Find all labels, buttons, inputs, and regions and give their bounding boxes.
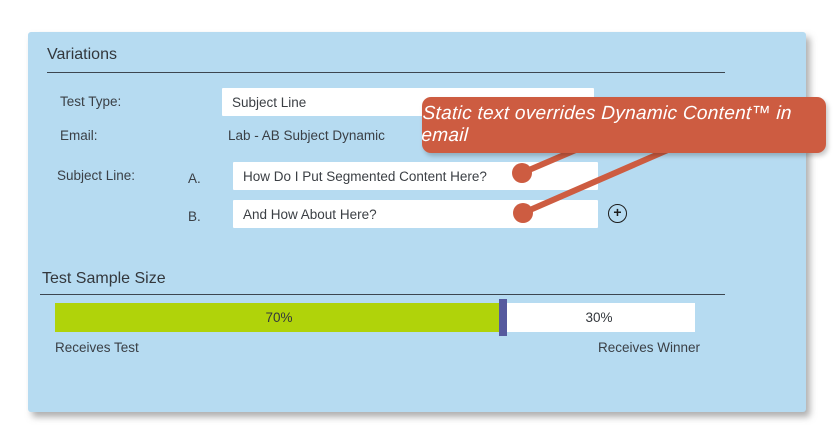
test-sample-size-title: Test Sample Size — [42, 270, 166, 287]
sample-bar-white: 30% — [503, 303, 695, 332]
sample-bar-green: 70% — [55, 303, 503, 332]
subject-line-b-input[interactable] — [233, 200, 598, 228]
email-label: Email: — [60, 128, 98, 143]
subject-line-label: Subject Line: — [57, 168, 136, 183]
ab-test-panel: Variations Test Type: Email: Lab - AB Su… — [28, 32, 806, 412]
variations-section-title: Variations — [47, 46, 117, 63]
variations-divider — [47, 72, 725, 73]
variant-b-key: B. — [188, 209, 201, 224]
annotation-text: Static text overrides Dynamic Content™ i… — [420, 103, 793, 146]
sample-size-slider[interactable]: 70% 30% — [55, 299, 695, 336]
variant-a-key: A. — [188, 171, 201, 186]
receives-test-caption: Receives Test — [55, 340, 139, 355]
test-type-label: Test Type: — [60, 94, 122, 109]
email-value: Lab - AB Subject Dynamic — [228, 128, 385, 143]
annotation-callout: Static text overrides Dynamic Content™ i… — [420, 97, 826, 153]
receives-winner-caption: Receives Winner — [597, 340, 700, 355]
test-sample-size-divider — [40, 294, 725, 295]
subject-line-a-input[interactable] — [233, 162, 598, 190]
plus-circle-icon[interactable]: + — [608, 204, 627, 223]
sample-bar-handle[interactable] — [499, 299, 507, 336]
